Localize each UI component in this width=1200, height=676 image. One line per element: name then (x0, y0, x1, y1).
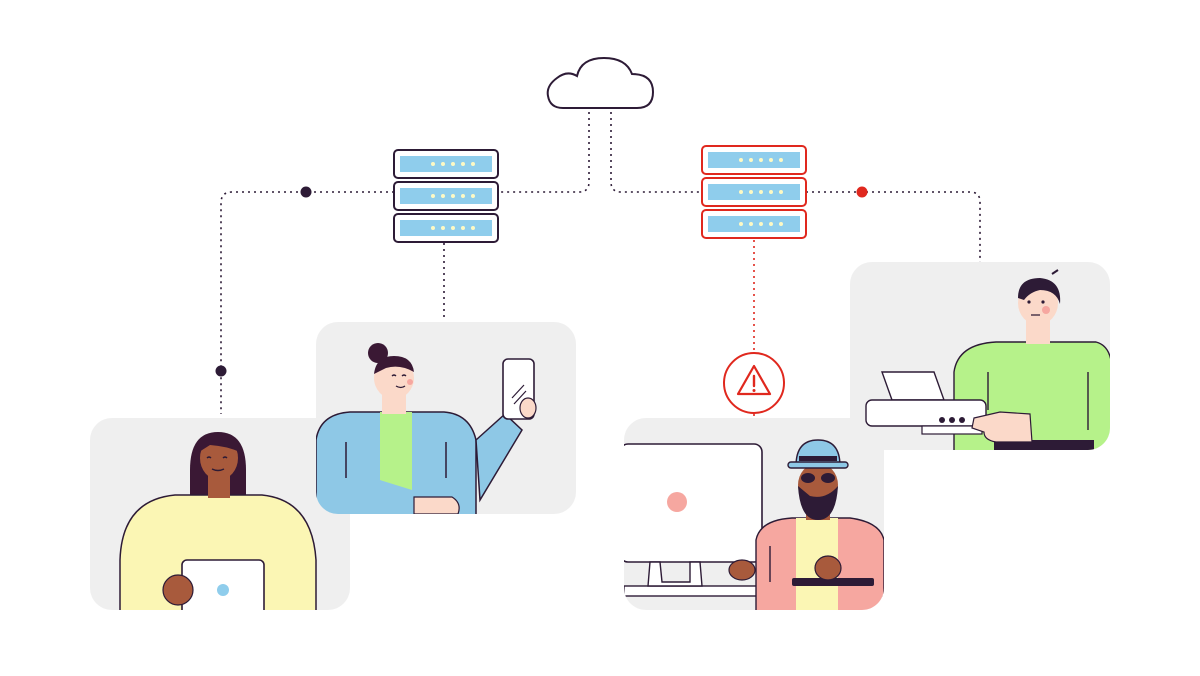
user-laptop-panel (90, 418, 350, 616)
connector-cloud-right-server (611, 112, 702, 192)
node-dot (301, 187, 312, 198)
server-stack-left-icon (394, 150, 498, 242)
warning-icon (724, 353, 784, 413)
user-phone-panel (316, 322, 576, 516)
connector-right-server-printer (806, 192, 980, 262)
node-dot (216, 366, 227, 377)
cloud-icon (548, 58, 653, 108)
connector-cloud-left-server (498, 112, 589, 192)
node-dot-warning (857, 187, 868, 198)
user-desktop-panel (620, 418, 884, 612)
user-printer-panel (850, 262, 1112, 452)
server-stack-right-icon (702, 146, 806, 238)
